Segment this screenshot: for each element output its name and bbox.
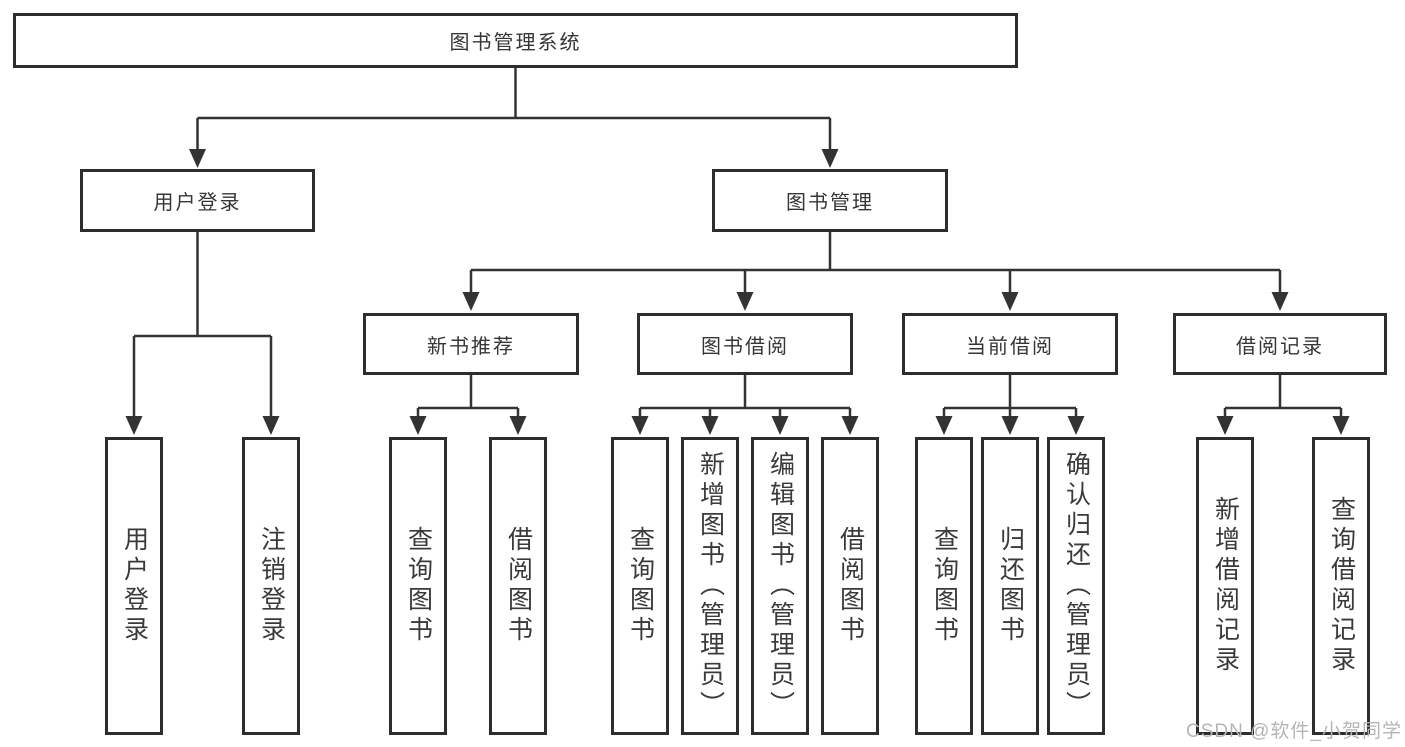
node-book-management: 图书管理 — [712, 169, 948, 232]
leaf-br-query-record: 查询借阅记录 — [1312, 437, 1370, 735]
node-new-book-recommend-label: 新书推荐 — [427, 335, 515, 358]
leaf-bb-query-books-label: 查询图书 — [626, 526, 655, 646]
node-root: 图书管理系统 — [13, 13, 1018, 68]
leaf-cb-confirm-return-admin: 确认归还（管理员） — [1047, 437, 1105, 735]
node-root-label: 图书管理系统 — [449, 32, 582, 54]
connector-root-to-level2 — [196, 68, 832, 150]
node-book-management-label: 图书管理 — [786, 192, 874, 214]
leaf-br-query-record-label: 查询借阅记录 — [1327, 496, 1356, 676]
node-user-login: 用户登录 — [80, 169, 315, 232]
leaf-cb-query-books: 查询图书 — [915, 437, 973, 735]
connector-user-login-branch — [132, 232, 273, 418]
leaf-cb-query-books-label: 查询图书 — [930, 526, 959, 646]
leaf-logout: 注销登录 — [242, 437, 300, 735]
leaf-bb-edit-book-admin-label: 编辑图书（管理员） — [766, 451, 795, 721]
connector-new-book-branch — [416, 375, 520, 419]
leaf-user-login: 用户登录 — [105, 437, 163, 735]
leaf-bb-edit-book-admin: 编辑图书（管理员） — [751, 437, 809, 735]
leaf-nbr-query-books-label: 查询图书 — [404, 526, 433, 646]
node-borrow-records-label: 借阅记录 — [1236, 335, 1324, 358]
node-current-borrow: 当前借阅 — [902, 313, 1118, 375]
leaf-nbr-borrow-books-label: 借阅图书 — [504, 526, 533, 646]
leaf-bb-query-books: 查询图书 — [611, 437, 669, 735]
leaf-br-add-record-label: 新增借阅记录 — [1211, 496, 1240, 676]
leaf-cb-return-books-label: 归还图书 — [996, 526, 1025, 646]
connector-book-mgmt-branch — [469, 232, 1282, 294]
leaf-bb-borrow-books: 借阅图书 — [821, 437, 879, 735]
leaf-bb-add-book-admin-label: 新增图书（管理员） — [696, 451, 725, 721]
connector-borrow-records-branch — [1223, 375, 1343, 419]
node-new-book-recommend: 新书推荐 — [363, 313, 579, 375]
leaf-nbr-query-books: 查询图书 — [389, 437, 447, 735]
arrowheads — [125, 149, 1350, 435]
connector-book-borrow-branch — [638, 375, 852, 419]
node-current-borrow-label: 当前借阅 — [966, 335, 1054, 358]
leaf-user-login-label: 用户登录 — [120, 526, 149, 646]
leaf-cb-return-books: 归还图书 — [981, 437, 1039, 735]
node-book-borrow: 图书借阅 — [637, 313, 853, 375]
leaf-bb-add-book-admin: 新增图书（管理员） — [681, 437, 739, 735]
leaf-cb-confirm-return-admin-label: 确认归还（管理员） — [1062, 451, 1091, 721]
watermark-text: CSDN @软件_小贺同学 — [1186, 721, 1402, 742]
leaf-bb-borrow-books-label: 借阅图书 — [836, 526, 865, 646]
leaf-nbr-borrow-books: 借阅图书 — [489, 437, 547, 735]
node-borrow-records: 借阅记录 — [1173, 313, 1387, 375]
leaf-logout-label: 注销登录 — [257, 526, 286, 646]
connector-current-borrow-branch — [942, 375, 1078, 419]
node-book-borrow-label: 图书借阅 — [701, 335, 789, 358]
leaf-br-add-record: 新增借阅记录 — [1196, 437, 1254, 735]
node-user-login-label: 用户登录 — [153, 192, 242, 214]
